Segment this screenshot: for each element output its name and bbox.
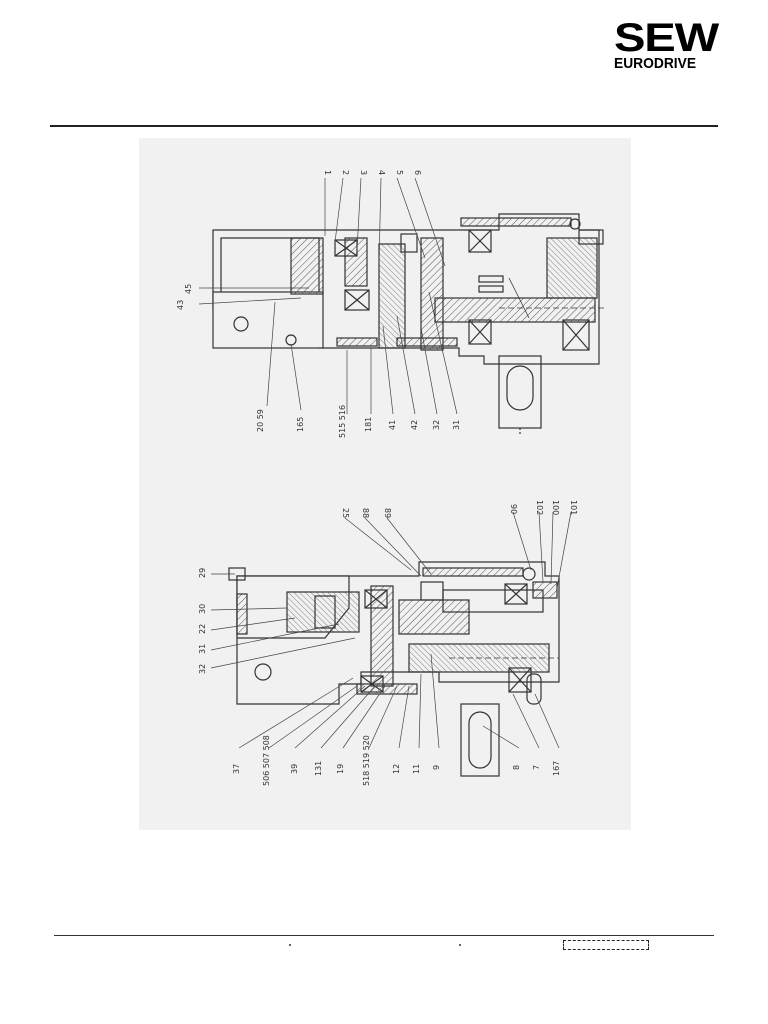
callout-31: 31	[452, 420, 461, 430]
callout-506-507-508: 506 507 508	[262, 735, 271, 786]
callout-12: 12	[392, 764, 401, 774]
lower-callout-leaders	[210, 511, 572, 749]
callout-29: 29	[198, 568, 207, 578]
callout-32-lower: 32	[198, 664, 207, 674]
callout-39: 39	[290, 764, 299, 774]
logo-text-sub: EURODRIVE	[614, 55, 697, 72]
drawings-svg: 1 2 3 4 5 6 43 45 20 59 165 515 516 181 …	[176, 170, 605, 786]
callout-88: 88	[361, 508, 370, 518]
callout-2: 2	[341, 170, 350, 175]
callout-165: 165	[296, 417, 305, 432]
callout-4: 4	[377, 170, 386, 175]
logo-text-main: SEW	[614, 16, 719, 60]
footer-mark	[459, 944, 461, 946]
callout-45: 45	[184, 284, 193, 294]
callout-5: 5	[395, 170, 404, 175]
gear-unit-sectional-drawings: 1 2 3 4 5 6 43 45 20 59 165 515 516 181 …	[139, 138, 631, 830]
callout-19: 19	[336, 764, 345, 774]
callout-3: 3	[359, 170, 368, 175]
callout-32: 32	[432, 420, 441, 430]
callout-89: 89	[383, 508, 392, 518]
callout-41: 41	[388, 420, 397, 430]
callout-515-516: 515 516	[338, 405, 347, 438]
callout-518-519-520: 518 519 520	[362, 735, 371, 786]
callout-43: 43	[176, 300, 185, 310]
callout-100: 100	[551, 500, 560, 515]
callout-90: 90	[509, 504, 518, 514]
callout-9: 9	[432, 765, 441, 770]
callout-6: 6	[413, 170, 422, 175]
upper-callout-labels: 1 2 3 4 5 6 43 45 20 59 165 515 516 181 …	[176, 170, 461, 438]
callout-31-lower: 31	[198, 644, 207, 654]
callout-20-59: 20 59	[256, 409, 265, 432]
callout-11: 11	[412, 764, 421, 774]
upper-callout-leaders	[198, 177, 458, 415]
lower-gear-drawing	[228, 561, 560, 777]
sew-eurodrive-logo: SEW EURODRIVE	[612, 18, 722, 72]
callout-1: 1	[323, 170, 332, 175]
callout-102: 102	[535, 500, 544, 515]
callout-22: 22	[198, 624, 207, 634]
footer-dashed-box	[563, 940, 649, 950]
callout-25: 25	[341, 508, 350, 518]
callout-101: 101	[569, 500, 578, 515]
footer-mark	[289, 944, 291, 946]
upper-gear-drawing	[212, 213, 605, 436]
callout-167: 167	[552, 761, 561, 776]
callout-42: 42	[410, 420, 419, 430]
callout-7: 7	[532, 765, 541, 770]
callout-8: 8	[512, 765, 521, 770]
header-rule	[50, 125, 718, 127]
callout-181: 181	[364, 417, 373, 432]
callout-37: 37	[232, 764, 241, 774]
callout-131: 131	[314, 761, 323, 776]
callout-30: 30	[198, 604, 207, 614]
footer-rule	[54, 935, 714, 936]
lower-callout-labels: 25 88 89 90 102 100 101 29 30 22 31 32 3…	[198, 500, 578, 786]
